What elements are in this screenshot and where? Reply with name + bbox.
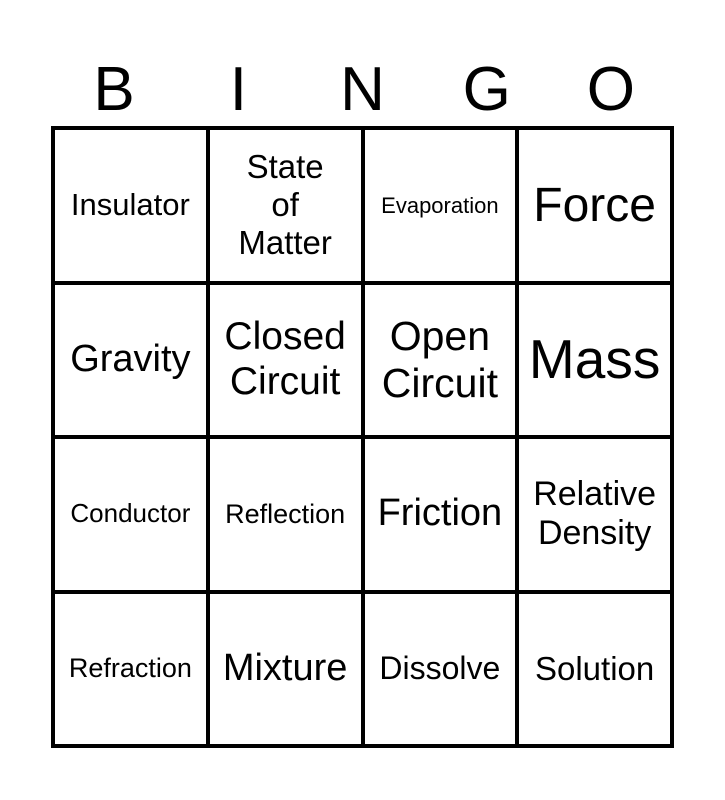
header-letter-b: B bbox=[93, 55, 135, 124]
cell-label: Mixture bbox=[222, 646, 348, 689]
bingo-cell[interactable]: Dissolve bbox=[362, 591, 518, 746]
cell-label: Evaporation bbox=[381, 192, 499, 218]
cell-label: Force bbox=[533, 178, 656, 232]
cell-label: Relative Density bbox=[533, 475, 657, 553]
bingo-cell[interactable]: Refraction bbox=[53, 591, 208, 746]
bingo-cell[interactable]: Gravity bbox=[53, 282, 208, 437]
bingo-cell[interactable]: Conductor bbox=[53, 437, 208, 592]
bingo-header: B I N G O bbox=[52, 52, 673, 128]
cell-label: Conductor bbox=[70, 498, 191, 529]
bingo-cell[interactable]: Force bbox=[517, 128, 672, 283]
bingo-cell[interactable]: Reflection bbox=[207, 437, 363, 592]
bingo-cell[interactable]: Friction bbox=[362, 437, 518, 592]
cell-label: Friction bbox=[377, 492, 503, 535]
cell-label: Solution bbox=[534, 649, 655, 687]
cell-label: Dissolve bbox=[379, 650, 501, 687]
cell-label: Mass bbox=[528, 328, 661, 391]
bingo-cell[interactable]: Open Circuit bbox=[362, 282, 518, 437]
bingo-cell[interactable]: Mass bbox=[517, 282, 672, 437]
bingo-cell[interactable]: State of Matter bbox=[207, 128, 363, 283]
bingo-cell[interactable]: Insulator bbox=[53, 128, 208, 283]
bingo-cell[interactable]: Mixture bbox=[207, 591, 363, 746]
cell-label: Gravity bbox=[70, 337, 191, 380]
header-letter-o: O bbox=[586, 55, 636, 124]
header-letter-i: I bbox=[229, 55, 247, 124]
cell-label: Closed Circuit bbox=[224, 314, 346, 403]
bingo-grid: Insulator State of Matter Evaporation Force… bbox=[51, 126, 674, 748]
header-letter-n: N bbox=[340, 55, 385, 124]
header-letter-g: G bbox=[462, 55, 511, 124]
bingo-cell[interactable]: Closed Circuit bbox=[207, 282, 363, 437]
bingo-cell[interactable]: Evaporation bbox=[362, 128, 518, 283]
cell-label: Reflection bbox=[225, 498, 346, 529]
bingo-cell[interactable]: Solution bbox=[517, 591, 672, 746]
cell-label: Refraction bbox=[68, 653, 192, 684]
cell-label: Insulator bbox=[70, 187, 190, 223]
bingo-cell[interactable]: Relative Density bbox=[517, 437, 672, 592]
cell-label: Open Circuit bbox=[381, 312, 498, 406]
cell-label: State of Matter bbox=[238, 148, 332, 262]
